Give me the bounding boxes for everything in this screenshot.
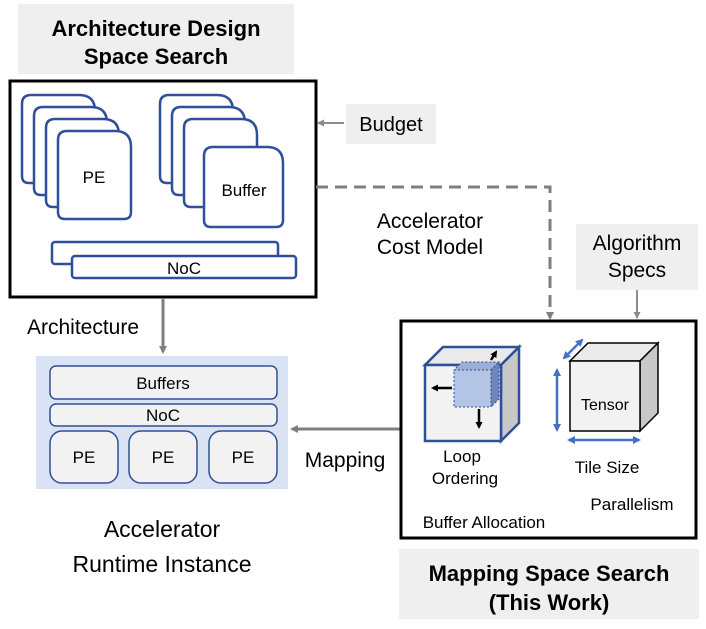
mapping-search-title-line2: (This Work) [489, 590, 610, 615]
budget-label: Budget [359, 114, 423, 136]
cost-model-connector: Accelerator Cost Model [316, 185, 554, 320]
buffer-label: Buffer [221, 181, 266, 200]
algorithm-specs-input: Algorithm Specs [576, 224, 698, 319]
tensor-cube: Tensor [568, 341, 660, 433]
runtime-pe-label: PE [232, 448, 255, 467]
cost-model-line2: Cost Model [377, 236, 483, 259]
runtime-caption-line2: Runtime Instance [73, 551, 252, 577]
architecture-label: Architecture [27, 316, 139, 339]
buffer-stack: Buffer [158, 93, 285, 229]
algorithm-specs-line2: Specs [608, 259, 666, 282]
buffer-allocation-label: Buffer Allocation [423, 513, 546, 532]
arch-search-title-line1: Architecture Design [51, 16, 260, 41]
runtime-pe-row: PE PE PE [49, 430, 278, 484]
architecture-box: PE Buffer NoC [8, 79, 318, 299]
mapping-label: Mapping [305, 449, 386, 472]
algorithm-specs-line1: Algorithm [593, 232, 682, 255]
budget-input: Budget [317, 104, 436, 144]
pe-stack: PE [20, 93, 133, 221]
mapping-connector: Mapping [290, 425, 400, 472]
runtime-noc-label: NoC [146, 406, 180, 425]
noc-label: NoC [167, 259, 201, 278]
mapping-box: Loop Ordering Tensor Tile Size Paralleli… [399, 319, 698, 540]
arch-search-title-line2: Space Search [84, 44, 228, 69]
pe-label: PE [83, 168, 106, 187]
runtime-pe-label: PE [152, 448, 175, 467]
mapping-search-title-line1: Mapping Space Search [429, 561, 670, 586]
loop-ordering-cube [421, 343, 523, 445]
tensor-label: Tensor [581, 397, 630, 414]
arch-search-caption: Architecture Design Space Search [18, 4, 294, 74]
runtime-caption: Accelerator Runtime Instance [73, 516, 252, 577]
tile-size-label: Tile Size [575, 458, 640, 477]
loop-ordering-line2: Ordering [432, 469, 498, 488]
loop-ordering-line1: Loop [443, 447, 481, 466]
tile-size-arrows [553, 338, 641, 444]
architecture-connector: Architecture [27, 298, 167, 354]
runtime-instance: Buffers NoC PE PE PE [36, 356, 288, 489]
runtime-caption-line1: Accelerator [104, 516, 221, 542]
runtime-pe-label: PE [73, 448, 96, 467]
cost-model-line1: Accelerator [377, 210, 483, 233]
noc-bars: NoC [50, 240, 298, 280]
runtime-buffers-label: Buffers [136, 374, 190, 393]
parallelism-label: Parallelism [590, 495, 673, 514]
mapping-search-caption: Mapping Space Search (This Work) [399, 549, 699, 619]
